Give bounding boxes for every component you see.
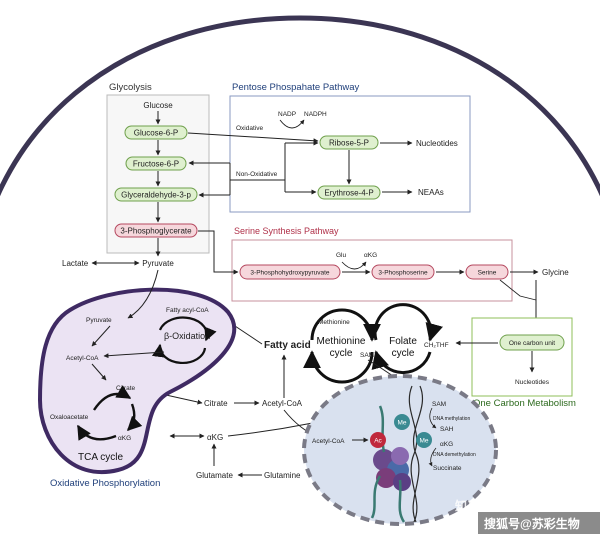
- svg-text:Methionine: Methionine: [317, 336, 366, 347]
- dna-demethylation-label: DNA demethylation: [433, 452, 476, 458]
- beta-oxidation-label: β-Oxidation: [164, 331, 210, 341]
- akg-serine-label: αKG: [364, 252, 377, 259]
- methyl-mark-icon: Me: [394, 414, 410, 430]
- akg-mito-label: αKG: [118, 435, 131, 442]
- methionine-label: Methionine: [318, 319, 350, 326]
- ppp-title: Pentose Phospahate Pathway: [232, 82, 360, 93]
- glycolysis-title: Glycolysis: [109, 82, 152, 93]
- svg-text:Erythrose-4-P: Erythrose-4-P: [324, 189, 373, 198]
- dna-methylation-label: DNA methylation: [433, 416, 470, 422]
- lactate-label: Lactate: [62, 259, 89, 268]
- node-glyceraldehyde-3-p: Glyceraldehyde-3-p: [114, 187, 198, 202]
- sam-label: SAM: [360, 352, 374, 359]
- nucleotides-oc-label: Nucleotides: [515, 379, 550, 386]
- node-ribose-5-p: Ribose-5-P: [319, 135, 379, 150]
- succinate-label: Succinate: [433, 465, 462, 472]
- node-3-phosphoserine: 3-Phosphoserine: [371, 264, 435, 280]
- tca-cycle-label: TCA cycle: [78, 452, 123, 463]
- svg-text:Folate: Folate: [389, 336, 417, 347]
- svg-text:Ribose-5-P: Ribose-5-P: [329, 139, 369, 148]
- glu-label: Glu: [336, 252, 347, 259]
- citrate-cyto-label: Citrate: [204, 399, 228, 408]
- neaas-label: NEAAs: [418, 188, 444, 197]
- oxidative-label: Oxidative: [236, 125, 263, 132]
- svg-text:知乎 @苏彩生物: 知乎 @苏彩生物: [454, 498, 542, 513]
- acetyl-coa-cyto-label: Acetyl-CoA: [262, 399, 303, 408]
- node-serine: Serine: [465, 264, 509, 280]
- acetyl-mark-icon: Ac: [370, 432, 386, 448]
- svg-text:Glyceraldehyde-3-p: Glyceraldehyde-3-p: [121, 191, 191, 200]
- fatty-acyl-coa-label: Fatty acyl-CoA: [166, 307, 209, 314]
- glycine-label: Glycine: [542, 268, 569, 277]
- mitochondrion: [37, 287, 237, 474]
- acetyl-coa-nucleus-label: Acetyl-CoA: [312, 438, 345, 445]
- node-fructose-6-p: Fructose-6-P: [125, 156, 187, 171]
- svg-text:Fructose-6-P: Fructose-6-P: [133, 160, 179, 169]
- pyruvate-label: Pyruvate: [142, 259, 174, 268]
- cell-membrane: [0, 15, 600, 197]
- one-carbon-box: [471, 317, 573, 397]
- node-3-phosphoglycerate: 3-Phosphoglycerate: [114, 223, 198, 238]
- serine-title: Serine Synthesis Pathway: [234, 226, 339, 236]
- svg-text:cycle: cycle: [330, 348, 353, 359]
- akg-nucleus-label: αKG: [440, 441, 453, 448]
- svg-text:3-Phosphoserine: 3-Phosphoserine: [378, 270, 428, 277]
- svg-text:搜狐号@苏彩生物: 搜狐号@苏彩生物: [484, 516, 580, 531]
- svg-text:Glucose-6-P: Glucose-6-P: [134, 129, 178, 138]
- oxphos-title: Oxidative Phosphorylation: [50, 478, 160, 489]
- svg-text:3-Phosphoglycerate: 3-Phosphoglycerate: [120, 227, 192, 236]
- non-oxidative-label: Non-Oxidative: [236, 171, 278, 178]
- svg-text:Serine: Serine: [478, 270, 497, 277]
- nadp-label: NADP: [278, 111, 296, 118]
- svg-text:One carbon unit: One carbon unit: [509, 340, 555, 347]
- folate-cycle: Folate cycle: [371, 303, 443, 375]
- nucleus: [302, 374, 498, 526]
- fatty-acid-label: Fatty acid: [264, 340, 311, 351]
- node-erythrose-4-p: Erythrose-4-P: [317, 185, 381, 200]
- oxaloacetate-label: Oxaloacetate: [50, 414, 89, 421]
- node-glucose-6-p: Glucose-6-P: [124, 125, 188, 140]
- node-one-carbon-unit: One carbon unit: [499, 334, 565, 351]
- sah-label: SAH: [440, 426, 454, 433]
- acetyl-coa-mito-label: Acetyl-CoA: [66, 355, 99, 362]
- nadph-label: NADPH: [304, 111, 327, 118]
- sam-nucleus-label: SAM: [432, 401, 446, 408]
- svg-text:Me: Me: [419, 438, 428, 445]
- akg-cyto-label: αKG: [207, 433, 223, 442]
- svg-text:Me: Me: [397, 420, 406, 427]
- svg-text:cycle: cycle: [392, 348, 415, 359]
- citrate-mito-label: Citrate: [116, 385, 136, 392]
- one-carbon-title: One Carbon Metabolism: [473, 398, 576, 409]
- glutamine-label: Glutamine: [264, 471, 301, 480]
- svg-text:3-Phosphohydroxypyruvate: 3-Phosphohydroxypyruvate: [250, 270, 330, 277]
- svg-text:Ac: Ac: [374, 438, 382, 445]
- pyruvate-mito-label: Pyruvate: [86, 317, 112, 324]
- nucleotides-ppp-label: Nucleotides: [416, 139, 458, 148]
- ch2thf-label: CH₂THF: [424, 342, 449, 349]
- glutamate-label: Glutamate: [196, 471, 233, 480]
- glucose-label: Glucose: [143, 101, 173, 110]
- node-3-phosphohydroxypyruvate: 3-Phosphohydroxypyruvate: [239, 264, 341, 280]
- methyl-mark-dna-icon: Me: [416, 432, 432, 448]
- watermark: 知乎 @苏彩生物 搜狐号@苏彩生物: [454, 498, 600, 534]
- methionine-cycle: Methionine cycle: [303, 308, 381, 384]
